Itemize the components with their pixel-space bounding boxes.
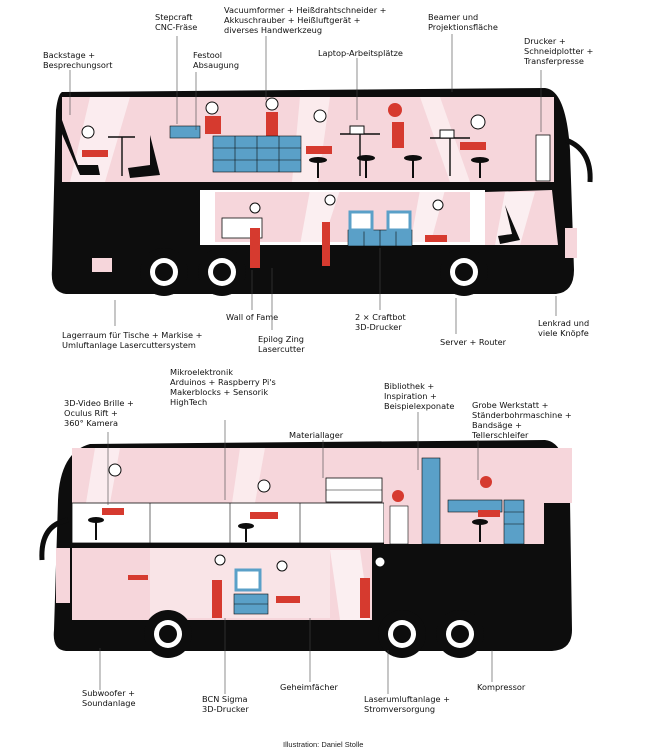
top-craftbot-2 [386, 210, 412, 232]
label-mikroelektronik: Mikroelektronik Arduinos + Raspberry Pi'… [170, 367, 276, 407]
label-wall-of-fame: Wall of Fame [226, 312, 279, 322]
label-stepcraft: Stepcraft CNC-Fräse [155, 12, 198, 32]
label-festool: Festool Absaugung [193, 50, 240, 70]
label-bibliothek: Bibliothek + Inspiration + Beispielexpon… [384, 381, 455, 411]
bottom-leader-lines [99, 412, 493, 694]
top-craftbot-1 [348, 210, 374, 232]
top-rear-seat-1 [58, 120, 100, 175]
top-stepcraft-machine [169, 125, 201, 139]
label-subwoofer: Subwoofer + Soundanlage [82, 688, 136, 708]
bottom-wheels [144, 610, 484, 658]
label-laserumluft: Laserumluftanlage + Stromversorgung [364, 694, 451, 714]
top-mirror [564, 137, 593, 183]
top-rear-seat-2 [128, 135, 160, 178]
label-geheimfaecher: Geheimfächer [280, 682, 338, 692]
label-grobe-werkstatt: Grobe Werkstatt + Ständerbohrmaschine + … [472, 400, 572, 440]
label-craftbot: 2 × Craftbot 3D-Drucker [355, 312, 406, 332]
top-blue-drawers [212, 135, 302, 173]
top-driver-seat [498, 205, 520, 244]
bottom-3d-printer [234, 568, 262, 592]
top-wheels [140, 248, 488, 296]
label-lenkrad: Lenkrad und viele Knöpfe [538, 318, 590, 338]
label-materiallager: Materiallager [289, 430, 344, 440]
label-epilog: Epilog Zing Lasercutter [258, 334, 305, 354]
bottom-bus [39, 440, 572, 658]
label-backstage: Backstage + Besprechungsort [43, 50, 113, 70]
bottom-blue-shelves [421, 457, 525, 545]
label-drucker: Drucker + Schneidplotter + Transferpress… [524, 36, 594, 66]
illustration-credit: Illustration: Daniel Stolle [283, 740, 364, 749]
label-laptop: Laptop-Arbeitsplätze [318, 48, 403, 58]
label-lagerraum: Lagerraum für Tische + Markise + Umlufta… [62, 330, 203, 350]
label-kompressor: Kompressor [477, 682, 526, 692]
label-video-brille: 3D-Video Brille + Oculus Rift + 360° Kam… [64, 398, 134, 428]
top-leader-lines [69, 34, 557, 334]
label-beamer: Beamer und Projektionsfläche [428, 12, 498, 32]
top-printer-cabinet [535, 134, 551, 182]
bottom-mirror [39, 517, 69, 561]
label-vacuumformer: Vacuumformer + Heißdrahtschneider + Akku… [224, 5, 387, 35]
label-server: Server + Router [440, 337, 507, 347]
label-bcn-sigma: BCN Sigma 3D-Drucker [202, 694, 249, 714]
top-lower-drawers [347, 229, 413, 247]
top-bus [51, 88, 593, 296]
